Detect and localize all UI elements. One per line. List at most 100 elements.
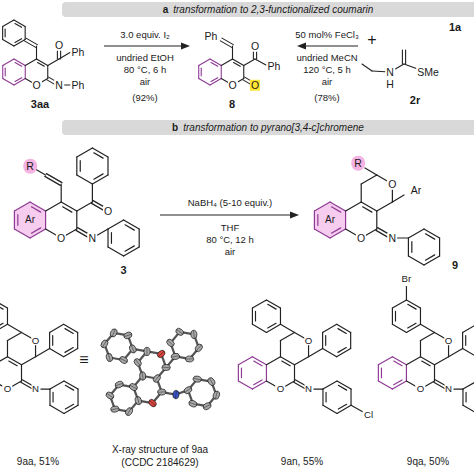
atom-ellipsoid — [165, 338, 175, 348]
bond-line — [210, 59, 221, 66]
bond-line — [15, 23, 22, 27]
panel-letter: b — [172, 122, 178, 133]
bond-line — [14, 20, 25, 27]
reaction-condition: 3.0 equiv. I₂ — [120, 30, 169, 40]
bond-line — [323, 349, 337, 357]
reaction-condition: THF — [221, 223, 239, 233]
bond-line — [221, 59, 232, 66]
bond-line — [252, 300, 266, 308]
bond-line — [76, 211, 77, 229]
bond-line — [381, 368, 382, 378]
atom-ellipsoid — [185, 356, 194, 363]
ellipsoid-axis — [120, 358, 127, 362]
bond-line — [94, 174, 103, 179]
bond-line — [392, 381, 406, 389]
bond-line — [65, 385, 73, 390]
ellipsoid-axis — [135, 359, 140, 365]
bond-line — [210, 79, 221, 86]
bond-line — [3, 59, 14, 66]
bond-line — [330, 202, 346, 211]
bond-line — [420, 332, 434, 340]
bond-line — [17, 215, 18, 226]
atom-label: O — [356, 233, 366, 244]
bond-line — [280, 357, 294, 365]
chromene-structure — [14, 148, 139, 256]
bond-line — [61, 184, 62, 202]
caption-text: 9an, 55% — [280, 457, 324, 467]
bond-line — [420, 341, 421, 357]
compound-number: 3aa — [30, 99, 50, 110]
bond-line — [378, 365, 379, 381]
bond-line — [395, 311, 396, 321]
atom-label: Ar — [410, 185, 423, 196]
bond-line — [199, 79, 210, 86]
atom-label: O — [31, 80, 41, 91]
bond-line — [338, 348, 346, 353]
bond-line — [220, 41, 231, 48]
atom-ellipsoid — [144, 347, 150, 355]
bond-line — [47, 66, 48, 79]
bond-line — [345, 211, 346, 229]
bond-line — [234, 62, 241, 66]
bond-line — [77, 202, 93, 211]
bond-line — [36, 349, 50, 357]
bond-line — [211, 78, 218, 82]
ellipsoid-axis — [186, 358, 194, 359]
bond-line — [331, 207, 340, 212]
bond-line — [378, 381, 392, 389]
bond-line — [465, 392, 466, 402]
atom-ellipsoid — [190, 330, 197, 339]
bond-line — [94, 153, 103, 158]
bond-line — [408, 229, 424, 238]
compound-number: 1a — [448, 22, 462, 33]
ellipsoid-axis — [185, 388, 192, 393]
bond-line — [255, 59, 266, 65]
atom-label: N — [54, 80, 64, 91]
ellipsoid-axis — [158, 351, 164, 356]
bond-line — [392, 357, 406, 365]
atom-ellipsoid — [171, 353, 180, 361]
ellipsoid-axis — [108, 354, 110, 362]
ellipsoid-axis — [154, 375, 159, 381]
bond-line — [337, 349, 351, 357]
bond-line — [0, 300, 7, 308]
ring-highlight — [314, 202, 345, 238]
atom-label: Br — [401, 274, 413, 284]
bond-line — [25, 27, 26, 40]
reaction-condition: (92%) — [132, 93, 157, 103]
caption-text: X-ray structure of 9aa — [111, 445, 209, 455]
bond-line — [30, 229, 46, 238]
bond-line — [50, 381, 64, 389]
atom-ellipsoid — [139, 371, 146, 380]
atom-label: O — [304, 336, 314, 346]
bond-line — [266, 324, 280, 332]
bond-line — [14, 202, 30, 211]
bond-line — [241, 368, 242, 378]
ellipsoid-axis — [215, 391, 217, 399]
atom-ellipsoid — [156, 349, 166, 359]
bond-line — [252, 308, 253, 324]
bond-line — [108, 220, 124, 229]
bond-line — [254, 380, 262, 385]
bond-line — [268, 323, 276, 328]
bond-line — [422, 361, 430, 366]
bond-line — [361, 184, 362, 202]
ellipsoid-axis — [175, 391, 176, 399]
bond-line — [77, 175, 93, 184]
bond-line — [222, 38, 233, 45]
bond-line — [405, 50, 406, 64]
bond-line — [7, 341, 8, 357]
bond-line — [198, 66, 199, 79]
bond-line — [15, 78, 22, 82]
ellipsoid-axis — [168, 340, 174, 346]
atom-label: O — [387, 179, 397, 190]
pyranochromene-structure — [0, 300, 78, 413]
bond-line — [323, 324, 337, 332]
caption-text: 9qa, 50% — [406, 457, 450, 467]
bond-line — [52, 392, 53, 402]
reaction-condition: 80 °C, 6 h — [124, 65, 166, 75]
bond-line — [363, 207, 372, 212]
bond-line — [322, 332, 323, 348]
bond-line — [252, 381, 266, 389]
ellipsoid-axis — [102, 341, 106, 348]
